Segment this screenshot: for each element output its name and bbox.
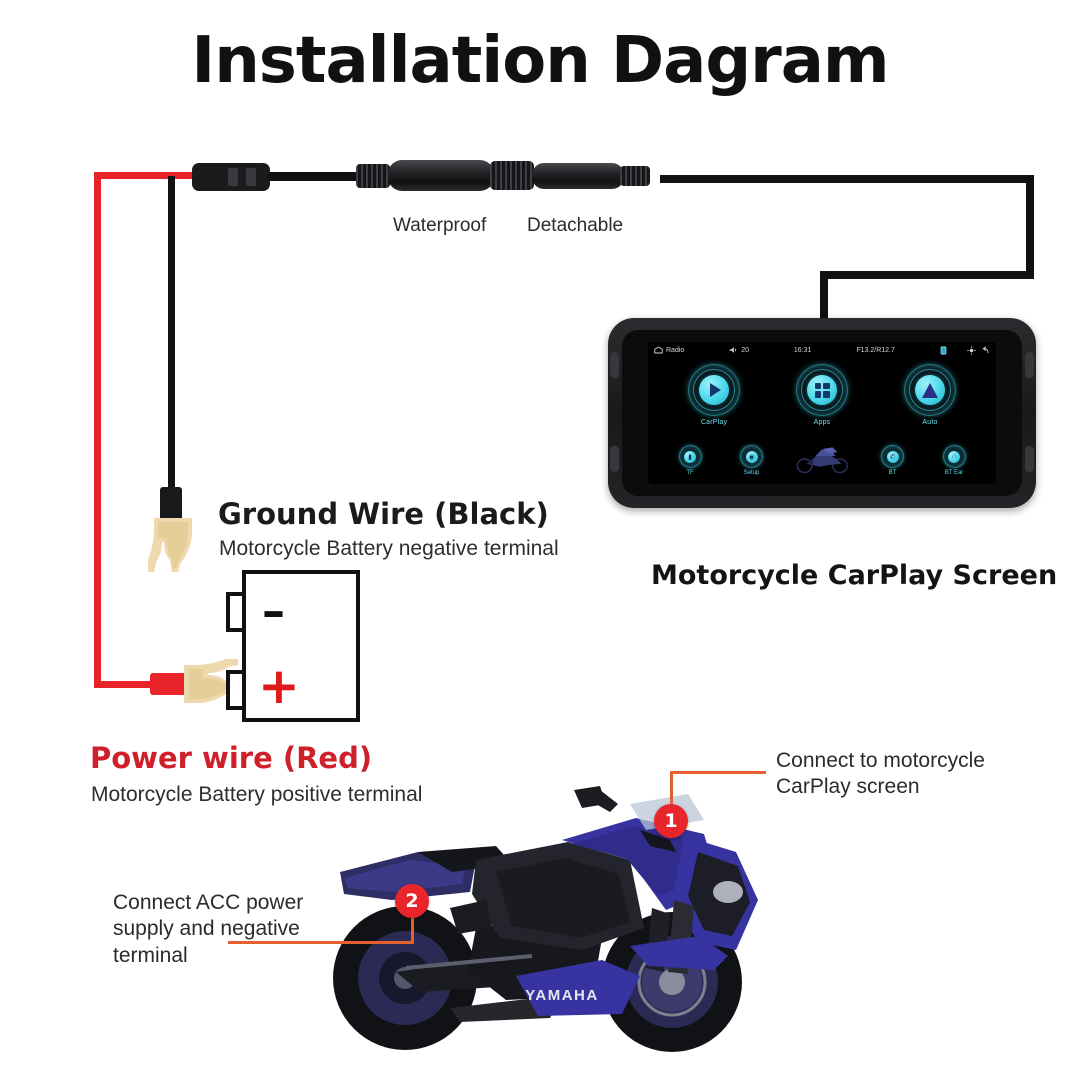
app-apps-label: Apps [813,419,831,426]
fuse-block-sheen-1 [228,168,238,186]
back-arrow-icon [982,345,989,353]
secondary-app-row: ▮ TF ◉ Setup [648,445,996,476]
bezel-nub-right-bottom [1025,446,1034,472]
callout-2-marker[interactable]: 2 [395,884,429,918]
tf-ring: ▮ [678,445,702,468]
callout-1-leader-horizontal [670,771,766,774]
carplay-disc [699,375,729,405]
auto-ring [904,364,956,416]
bezel-nub-right-top [1025,352,1034,378]
phone-icon: ✆ [886,450,899,463]
app-setup-label: Setup [743,470,760,476]
waterproof-connector-barrel [388,160,494,191]
battery-positive-symbol: + [258,657,300,715]
fuse-block-sheen-2 [246,168,256,186]
power-wire-subtext: Motorcycle Battery positive terminal [91,783,423,806]
statusbar-volume-value: 20 [741,346,749,354]
detachable-label: Detachable [527,215,624,236]
brightness-icon [967,345,976,355]
red-wire-horizontal-bottom [94,681,156,688]
auto-disc [915,375,945,405]
detachable-collar-ribs [490,161,534,190]
black-wire-vertical [168,176,175,501]
app-bt-ear-label: BT Ear [944,470,964,476]
black-wire-to-device-horizontal [660,175,1034,183]
black-wire-to-device-vertical-drop [820,271,828,327]
battery-negative-symbol: – [262,584,285,638]
app-auto[interactable]: Auto [899,364,961,426]
statusbar-clock: 16:31 [793,346,812,354]
black-wire-to-device-horizontal-2 [820,271,1034,279]
gear-icon: ◉ [745,450,758,463]
app-tf-label: TF [686,470,694,476]
apps-ring [796,364,848,416]
statusbar-volume[interactable]: 20 [729,346,749,354]
ground-wire-subtext: Motorcycle Battery negative terminal [219,537,559,560]
setup-ring: ◉ [740,445,763,468]
callout-1-text: Connect to motorcycle CarPlay screen [776,749,985,799]
motorcycle-illustration: YAMAHA [333,786,758,1052]
home-icon [654,346,663,354]
statusbar-tyre-pressure: F13.2/R12.7 [856,346,895,354]
bt-ring: ✆ [881,445,904,468]
headset-icon: ∩ [948,450,960,463]
app-setup[interactable]: ◉ Setup [732,445,772,476]
bezel-nub-left-bottom [610,446,619,472]
ground-fork-terminal-icon [148,518,192,572]
detachable-connector-barrel [532,163,624,189]
callout-1-marker[interactable]: 1 [654,804,688,838]
statusbar-battery [940,345,947,355]
app-apps[interactable]: Apps [791,364,853,426]
carplay-ring [688,364,740,416]
app-carplay-label: CarPlay [700,419,728,426]
power-wire-heading: Power wire (Red) [90,741,373,775]
sdcard-icon: ▮ [684,450,696,463]
device-statusbar: Radio 20 16:31 F13.2/R12.7 [648,342,996,358]
app-bt[interactable]: ✆ BT [873,445,913,476]
callout-1-leader-vertical [670,771,673,813]
carplay-head-unit[interactable]: Radio 20 16:31 F13.2/R12.7 [608,318,1036,508]
device-screen[interactable]: Radio 20 16:31 F13.2/R12.7 [648,342,996,484]
power-fork-terminal-icon [184,659,238,703]
app-bt-label: BT [888,470,897,476]
primary-app-row: CarPlay Apps Auto [648,364,996,426]
motorcycle-brand-text: YAMAHA [525,987,598,1004]
app-tf[interactable]: ▮ TF [670,445,710,476]
callout-2-leader-vertical [411,905,414,944]
app-carplay[interactable]: CarPlay [683,364,745,426]
statusbar-source-label: Radio [666,346,685,354]
waterproof-connector-ribs [356,164,390,188]
grid-icon [814,382,830,398]
power-wire-crimp [150,673,188,695]
statusbar-back[interactable] [981,345,990,355]
bt-ear-ring: ∩ [942,445,966,468]
apps-disc [807,375,837,405]
play-icon [710,383,721,397]
ground-wire-crimp [160,487,182,523]
red-wire-horizontal-top [94,172,210,179]
device-caption: Motorcycle CarPlay Screen [651,560,1058,591]
black-wire-to-device-vertical-right [1026,175,1034,279]
ground-wire-heading: Ground Wire (Black) [218,497,549,531]
bezel-nub-left-top [610,352,619,378]
statusbar-brightness[interactable] [967,345,976,355]
callout-2-text: Connect ACC power supply and negative te… [113,891,304,967]
battery-icon [940,345,947,355]
statusbar-source[interactable]: Radio [654,346,684,354]
app-auto-label: Auto [922,419,938,426]
red-wire-vertical [94,172,101,688]
battery-body [242,570,360,722]
page-title: Installation Dagram [191,24,889,98]
callout-2-leader-horizontal [228,941,414,944]
app-bt-ear[interactable]: ∩ BT Ear [934,445,974,476]
cable-segment-mid [268,172,358,181]
motorcycle-graphic-icon [796,446,848,473]
waterproof-label: Waterproof [393,215,487,236]
navigation-icon [922,382,938,398]
connector-end-ribs [620,166,650,186]
volume-icon [729,347,737,353]
